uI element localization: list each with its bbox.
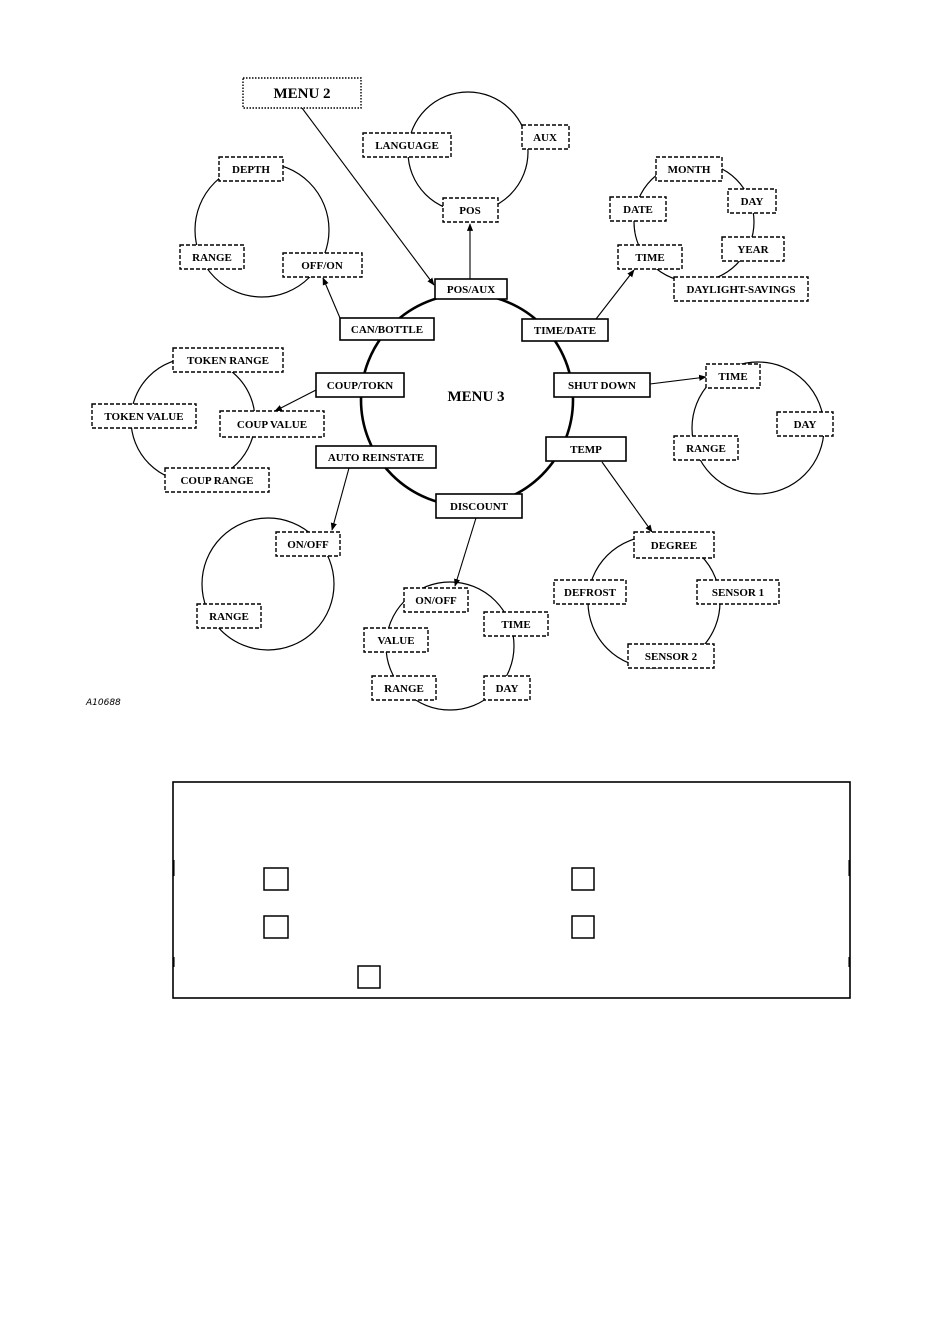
auto-reinstate-ring bbox=[201, 517, 335, 651]
menu-item-time-date: TIME/DATE bbox=[521, 318, 609, 342]
temp-arrow bbox=[601, 461, 653, 533]
discount-on-off-label: ON/OFF bbox=[415, 595, 457, 607]
pos-label: POS bbox=[459, 205, 480, 217]
checklist-frame bbox=[172, 781, 851, 999]
shut-down-arrow bbox=[649, 374, 707, 385]
submenu-off-on: OFF/ON bbox=[282, 252, 363, 278]
coup-range-label: COUP RANGE bbox=[180, 475, 253, 487]
sensor-2-label: SENSOR 2 bbox=[645, 651, 698, 663]
menu-item-coup-tokn: COUP/TOKN bbox=[315, 372, 405, 398]
checkbox-1[interactable] bbox=[263, 867, 289, 891]
submenu-discount-time: TIME bbox=[483, 611, 549, 637]
depth-label: DEPTH bbox=[232, 164, 270, 176]
submenu-can-bottle-range: RANGE bbox=[179, 244, 245, 270]
degree-label: DEGREE bbox=[651, 540, 697, 552]
pos-aux-label: POS/AUX bbox=[447, 284, 495, 296]
shut-down-label: SHUT DOWN bbox=[568, 380, 636, 392]
menu2-arrow bbox=[301, 107, 435, 286]
discount-label: DISCOUNT bbox=[450, 501, 509, 513]
coup-tokn-label: COUP/TOKN bbox=[327, 380, 393, 392]
checkbox-3[interactable] bbox=[263, 915, 289, 939]
submenu-discount-on-off: ON/OFF bbox=[403, 587, 469, 613]
submenu-token-range: TOKEN RANGE bbox=[172, 347, 284, 373]
submenu-coup-value: COUP VALUE bbox=[219, 410, 325, 438]
can-bottle-arrow bbox=[322, 277, 341, 319]
submenu-date: DATE bbox=[609, 196, 667, 222]
center-label: MENU 3 bbox=[447, 389, 504, 405]
discount-arrow bbox=[454, 517, 477, 587]
shut-down-day-label: DAY bbox=[794, 419, 817, 431]
month-label: MONTH bbox=[668, 164, 711, 176]
menu-item-can-bottle: CAN/BOTTLE bbox=[339, 317, 435, 341]
submenu-degree: DEGREE bbox=[633, 531, 715, 559]
submenu-auto-range: RANGE bbox=[196, 603, 262, 629]
figure-id: A10688 bbox=[85, 698, 121, 708]
date-day-label: DAY bbox=[741, 196, 764, 208]
submenu-depth: DEPTH bbox=[218, 156, 284, 182]
submenu-defrost: DEFROST bbox=[553, 579, 627, 605]
submenu-year: YEAR bbox=[721, 236, 785, 262]
checkbox-2[interactable] bbox=[571, 867, 595, 891]
menu-item-pos-aux: POS/AUX bbox=[434, 278, 508, 300]
submenu-date-day: DAY bbox=[727, 188, 777, 214]
auto-on-off-label: ON/OFF bbox=[287, 539, 329, 551]
auto-reinstate-arrow bbox=[330, 467, 350, 531]
defrost-label: DEFROST bbox=[564, 587, 617, 599]
checkbox-5[interactable] bbox=[357, 965, 381, 989]
language-label: LANGUAGE bbox=[375, 140, 439, 152]
submenu-discount-range: RANGE bbox=[371, 675, 437, 701]
can-bottle-range-label: RANGE bbox=[192, 252, 232, 264]
submenu-auto-on-off: ON/OFF bbox=[275, 531, 341, 557]
submenu-token-value: TOKEN VALUE bbox=[91, 403, 197, 429]
submenu-daylight-savings: DAYLIGHT-SAVINGS bbox=[673, 276, 809, 302]
menu-item-shut-down: SHUT DOWN bbox=[553, 372, 651, 398]
menu-item-auto-reinstate: AUTO REINSTATE bbox=[315, 445, 437, 469]
shut-down-range-label: RANGE bbox=[686, 443, 726, 455]
discount-time-label: TIME bbox=[501, 619, 530, 631]
shut-down-time-label: TIME bbox=[718, 371, 747, 383]
submenu-month: MONTH bbox=[655, 156, 723, 182]
coup-value-label: COUP VALUE bbox=[237, 419, 307, 431]
token-range-label: TOKEN RANGE bbox=[187, 355, 269, 367]
submenu-shut-down-range: RANGE bbox=[673, 435, 739, 461]
submenu-pos: POS bbox=[442, 197, 499, 223]
discount-range-label: RANGE bbox=[384, 683, 424, 695]
coup-tokn-arrow bbox=[274, 389, 317, 412]
menu-2-label: MENU 2 bbox=[273, 86, 330, 102]
auto-range-label: RANGE bbox=[209, 611, 249, 623]
time-arrow bbox=[595, 269, 635, 320]
date-label: DATE bbox=[623, 204, 653, 216]
time-label: TIME bbox=[635, 252, 664, 264]
submenu-coup-range: COUP RANGE bbox=[164, 467, 270, 493]
submenu-sensor-1: SENSOR 1 bbox=[696, 579, 780, 605]
discount-day-label: DAY bbox=[496, 683, 519, 695]
daylight-savings-label: DAYLIGHT-SAVINGS bbox=[686, 284, 795, 296]
submenu-time: TIME bbox=[617, 244, 683, 270]
auto-reinstate-label: AUTO REINSTATE bbox=[328, 452, 424, 464]
submenu-shut-down-day: DAY bbox=[776, 411, 834, 437]
can-bottle-label: CAN/BOTTLE bbox=[351, 324, 423, 336]
time-date-label: TIME/DATE bbox=[534, 325, 596, 337]
submenu-discount-day: DAY bbox=[483, 675, 531, 701]
off-on-label: OFF/ON bbox=[301, 260, 343, 272]
menu-item-temp: TEMP bbox=[545, 436, 627, 462]
menu-2-box: MENU 2 bbox=[242, 77, 362, 109]
discount-value-label: VALUE bbox=[377, 635, 414, 647]
submenu-aux: AUX bbox=[521, 124, 570, 150]
year-label: YEAR bbox=[737, 244, 769, 256]
temp-label: TEMP bbox=[570, 444, 602, 456]
menu-item-discount: DISCOUNT bbox=[435, 493, 523, 519]
sensor-1-label: SENSOR 1 bbox=[712, 587, 764, 599]
submenu-language: LANGUAGE bbox=[362, 132, 452, 158]
submenu-discount-value: VALUE bbox=[363, 627, 429, 653]
submenu-shut-down-time: TIME bbox=[705, 363, 761, 389]
submenu-sensor-2: SENSOR 2 bbox=[627, 643, 715, 669]
checkbox-4[interactable] bbox=[571, 915, 595, 939]
aux-label: AUX bbox=[533, 132, 557, 144]
token-value-label: TOKEN VALUE bbox=[104, 411, 183, 423]
